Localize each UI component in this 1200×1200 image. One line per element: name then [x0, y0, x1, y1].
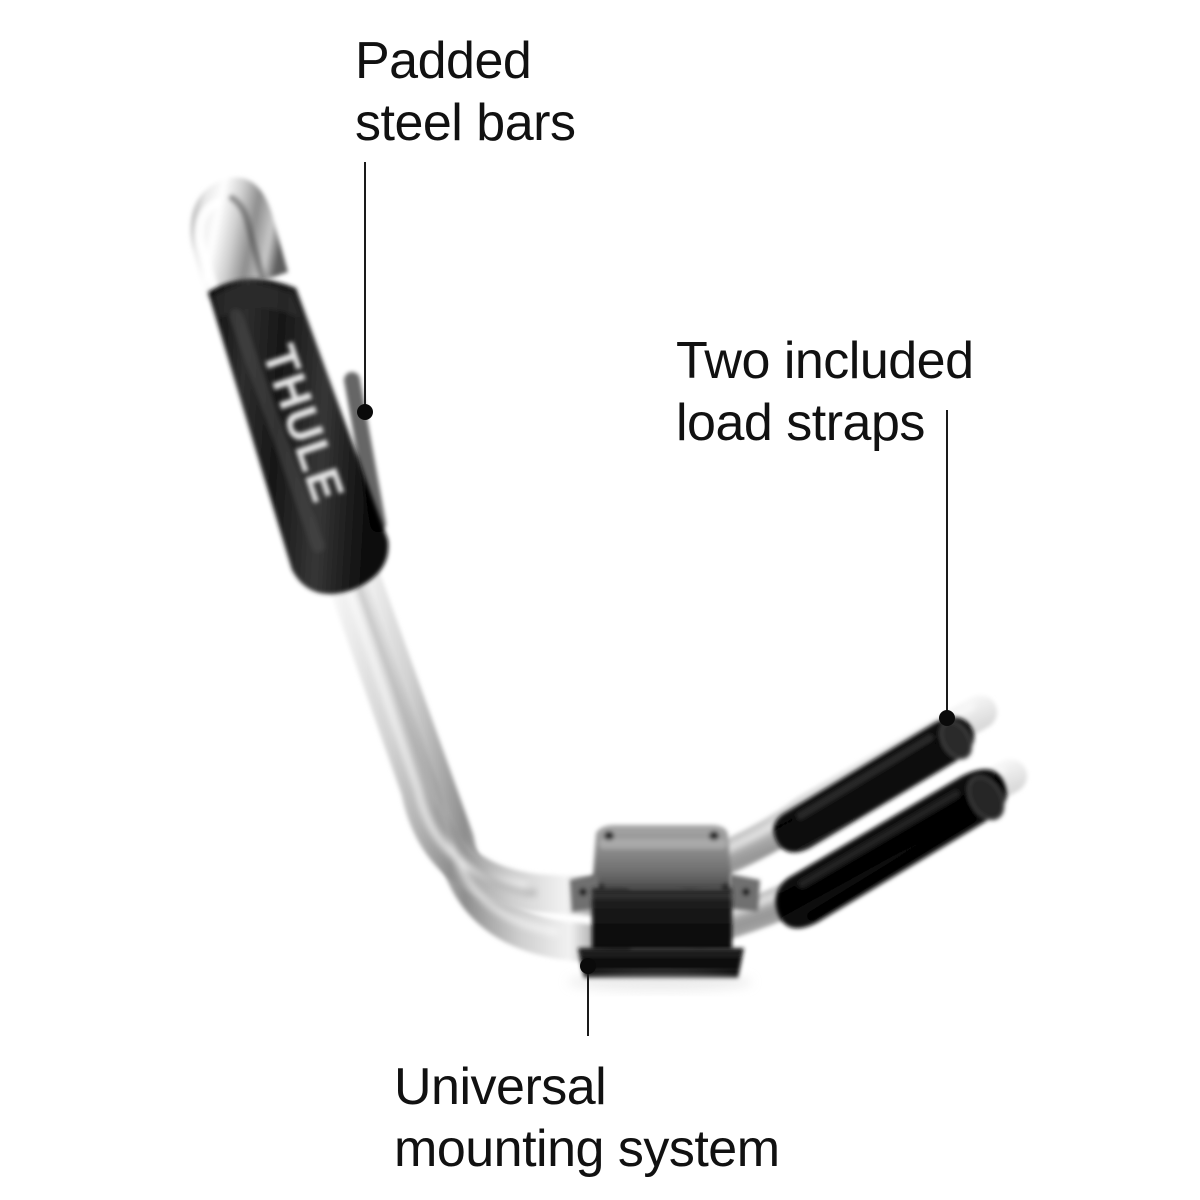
leader-dot-padded-steel-bars: [357, 404, 373, 420]
leader-line-padded-steel-bars: [364, 162, 366, 410]
leader-dot-universal-mounting-system: [580, 958, 596, 974]
leader-line-load-straps: [946, 410, 948, 717]
bracket-bolt: [604, 831, 614, 841]
callout-universal-mounting-system: Universal mounting system: [394, 1058, 780, 1178]
steel-bar-end-cap: [190, 177, 288, 300]
bracket-bolt: [709, 831, 719, 841]
leader-line-universal-mounting-system: [587, 966, 589, 1036]
bar-highlights: [232, 258, 559, 935]
bracket-shadow: [568, 973, 752, 991]
load-strap-upper: [773, 717, 975, 853]
callout-padded-steel-bars: Padded steel bars: [355, 32, 576, 152]
callout-two-included-load-straps: Two included load straps: [676, 332, 974, 452]
load-strap-lower: [775, 769, 1007, 929]
padded-sleeve: [208, 278, 389, 595]
mounting-bracket: [570, 825, 760, 978]
leader-dot-load-straps: [939, 710, 955, 726]
